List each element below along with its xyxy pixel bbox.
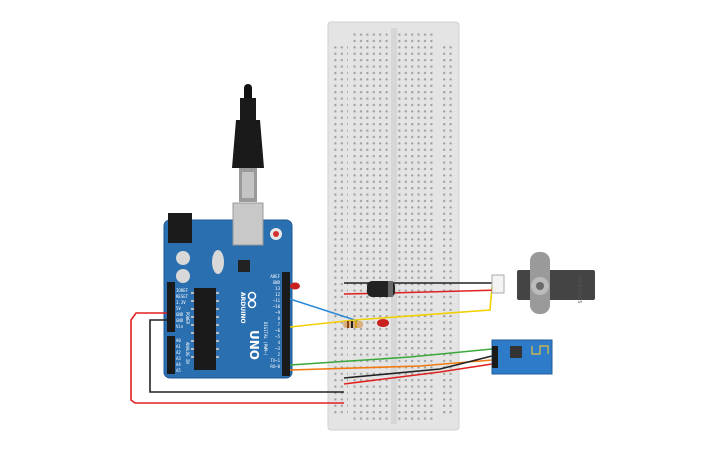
small-chip [238,260,250,272]
wire-black-wifi[interactable] [343,355,493,379]
analog-pin-label: A3 [176,356,181,361]
atmega-chip [194,288,216,370]
wire-black-gnd[interactable] [149,319,344,393]
wire-blue-signal[interactable] [289,298,359,322]
brand-text: ARDUINO [239,292,246,323]
power-header-label: POWER [185,312,190,325]
digital-header-label: DIGITAL (PWM~) [263,322,268,356]
breadboard-rail-right [440,45,454,417]
digital-pin-label: 8 [278,316,281,321]
digital-pin-label: ~11 [273,298,281,303]
analog-header[interactable] [167,336,175,374]
digital-pin-label: 12 [275,292,280,297]
power-pin-label: 3.3V [176,300,186,305]
digital-pin-label: GND [273,280,281,285]
power-pin-label: IOREF [176,288,189,293]
digital-pin-label: ~6 [275,328,280,333]
digital-pin-label: TX→1 [270,358,280,363]
analog-header-label: ANALOG IN [185,342,190,364]
esp-chip [510,346,522,358]
digital-pin-label: 4 [278,340,281,345]
digital-pin-label: 7 [278,322,281,327]
analog-pin-label: A2 [176,350,181,355]
breadboard-strip-left [352,32,390,422]
resistor[interactable] [343,321,363,328]
digital-pin-label: ~3 [275,346,280,351]
power-pin-label: 5V [176,306,181,311]
led-red-board[interactable] [290,282,300,290]
esp-pin-header [492,346,498,368]
servo-label: SM-S2309S [576,275,582,303]
analog-pin-label: A0 [176,338,181,343]
servo-connector[interactable] [491,274,505,294]
power-jack [168,213,192,243]
servo-motor[interactable]: SM-S2309S [517,252,595,314]
led-red-breadboard[interactable] [377,319,389,327]
wire-red-5v[interactable] [130,312,344,404]
electrolytic-capacitor[interactable] [367,281,395,297]
analog-pin-label: A1 [176,344,181,349]
wire-green-tx[interactable] [289,348,493,366]
power-header[interactable] [167,282,175,332]
power-pin-label: Vin [176,324,184,329]
wire-yellow-signal[interactable] [289,285,493,328]
model-text: UNO [247,330,261,360]
power-pin-label: RESET [176,294,189,299]
breadboard-strip-right [398,32,436,422]
breadboard[interactable] [327,21,460,431]
digital-pin-label: RX←0 [270,364,280,369]
analog-pin-label: A4 [176,362,181,367]
digital-pin-label: 13 [275,286,280,291]
capacitor-onboard-2 [176,269,190,283]
power-pin-label: GND [176,312,184,317]
digital-pin-label: ~9 [275,310,280,315]
breadboard-channel [391,28,397,424]
digital-pin-label: ~10 [273,304,281,309]
wire-red-wifi[interactable] [343,363,493,385]
analog-pin-label: A5 [176,368,181,373]
capacitor-onboard [176,251,190,265]
usb-port [232,202,264,246]
digital-pin-label: AREF [270,274,280,279]
usb-cable[interactable] [232,84,264,202]
antenna-trace [531,345,549,355]
digital-pin-label: 2 [278,352,281,357]
arduino-uno-board[interactable]: IOREF RESET 3.3V 5V GND GND Vin A0 A1 A2… [163,202,293,379]
arduino-logo [247,291,257,309]
power-pin-label: GND [176,318,184,323]
crystal [212,250,224,274]
esp8266-wifi-module[interactable] [491,339,553,375]
wire-group [130,282,501,404]
digital-pin-label: ~5 [275,334,280,339]
digital-header[interactable] [282,272,290,376]
